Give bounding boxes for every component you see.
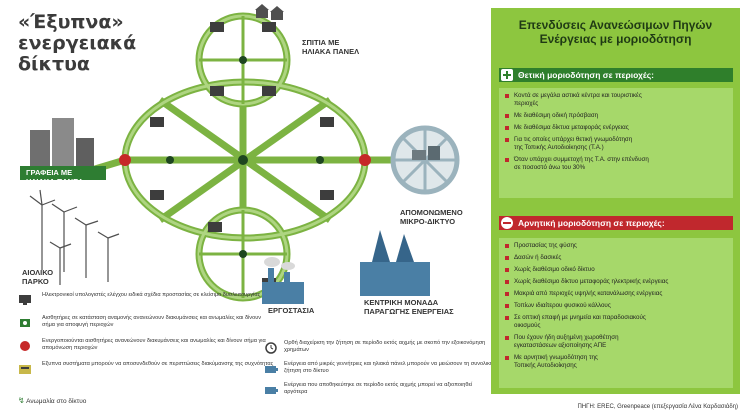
list-item: Μακριά από περιοχές υψηλής κατανάλωσης ε… [505, 290, 727, 298]
battery-icon [265, 387, 278, 394]
negative-list: Προστασίας της φύσης Δασών ή δασικές Χωρ… [499, 238, 733, 388]
list-item: Προστασίας της φύσης [505, 242, 727, 250]
offices-icon [20, 118, 106, 180]
legend-item-anomaly: ↯ Ανωμαλία στο δίκτυο [18, 396, 87, 405]
power-plant-icon [360, 230, 430, 296]
grid-nodes [119, 56, 371, 258]
minus-icon [501, 217, 513, 229]
list-item: Τοπίων ιδιαίτερου φυσικού κάλλους [505, 302, 727, 310]
zigzag-arrow-icon: ↯ [18, 396, 25, 405]
legend-item: Ενέργεια που αποθηκεύτηκε σε περίοδο εκτ… [264, 382, 494, 403]
legend-item: Αισθητήρες σε κατάσταση αναμονής ανανεών… [18, 315, 268, 338]
microgrid-wheel [390, 125, 460, 195]
fault-node [119, 154, 131, 166]
plus-icon [501, 69, 513, 81]
page-title: «Έξυπνα» ενεργειακά δίκτυα [18, 11, 137, 75]
legend-item: Εξυπνα συστήματα μπορούν να αποσυνδεθούν… [18, 361, 273, 384]
red-dot-icon [20, 341, 30, 351]
grid-diagram [20, 4, 460, 304]
factories-icon [262, 257, 304, 304]
sensor-icon [20, 319, 30, 327]
source-credit: ΠΗΓΗ: EREC, Greenpeace (επεξεργασία Λένα… [577, 404, 738, 410]
factories-label: ΕΡΓΟΣΤΑΣΙΑ [268, 306, 315, 315]
negative-section-header: Αρνητική μοριοδότηση σε περιοχές: [499, 216, 733, 230]
storage-icon [19, 365, 31, 374]
wind-turbines-icon [29, 189, 120, 285]
legend-right: Ορθή διαχείριση την ζήτηση σε περίοδο εκ… [264, 340, 494, 403]
list-item: Κοντά σε μεγάλα αστικά κέντρα και τουρισ… [505, 92, 727, 107]
list-item: Με διαθέσιμη οδική πρόσβαση [505, 112, 727, 120]
clock-icon [265, 342, 277, 354]
list-item: Με διαθέσιμα δίκτυα μεταφοράς ενέργειας [505, 124, 727, 132]
list-item: Σε οπτική επαφή με μνημεία και παραδοσια… [505, 314, 727, 329]
list-item: Χωρίς διαθέσιμο οδικό δίκτυο [505, 266, 727, 274]
panel-title: Επενδύσεις Ανανεώσιμων Πηγών Ενέργειας μ… [518, 18, 713, 46]
list-item: Όταν υπάρχει συμμετοχή της Τ.Α. στην επέ… [505, 156, 727, 171]
positive-list: Κοντά σε μεγάλα αστικά κέντρα και τουρισ… [499, 88, 733, 198]
legend-item: Ενέργεια από μικρές γεννήτριες και ηλιακ… [264, 361, 494, 382]
battery-icon [265, 366, 278, 373]
legend-item: Ενεργοποιούνται αισθητήρες ανανεώνουν δι… [18, 338, 268, 361]
fault-node [359, 154, 371, 166]
investment-panel: Επενδύσεις Ανανεώσιμων Πηγών Ενέργειας μ… [491, 8, 740, 394]
positive-section-header: Θετική μοριοδότηση σε περιοχές: [499, 68, 733, 82]
houses-icon [255, 4, 284, 20]
list-item: Χωρίς διαθέσιμο δίκτυο μεταφοράς ηλεκτρι… [505, 278, 727, 286]
legend-left: Ηλεκτρονικοί υπολογιστές ελέγχου ειδικά … [18, 292, 273, 384]
legend-item: Ορθή διαχείριση την ζήτηση σε περίοδο εκ… [264, 340, 494, 361]
list-item: Για τις οποίες υπάρχει θετική γνωμοδότησ… [505, 136, 727, 151]
legend-item: Ηλεκτρονικοί υπολογιστές ελέγχου ειδικά … [18, 292, 268, 315]
list-item: Δασών ή δασικές [505, 254, 727, 262]
computer-icon [19, 295, 31, 305]
